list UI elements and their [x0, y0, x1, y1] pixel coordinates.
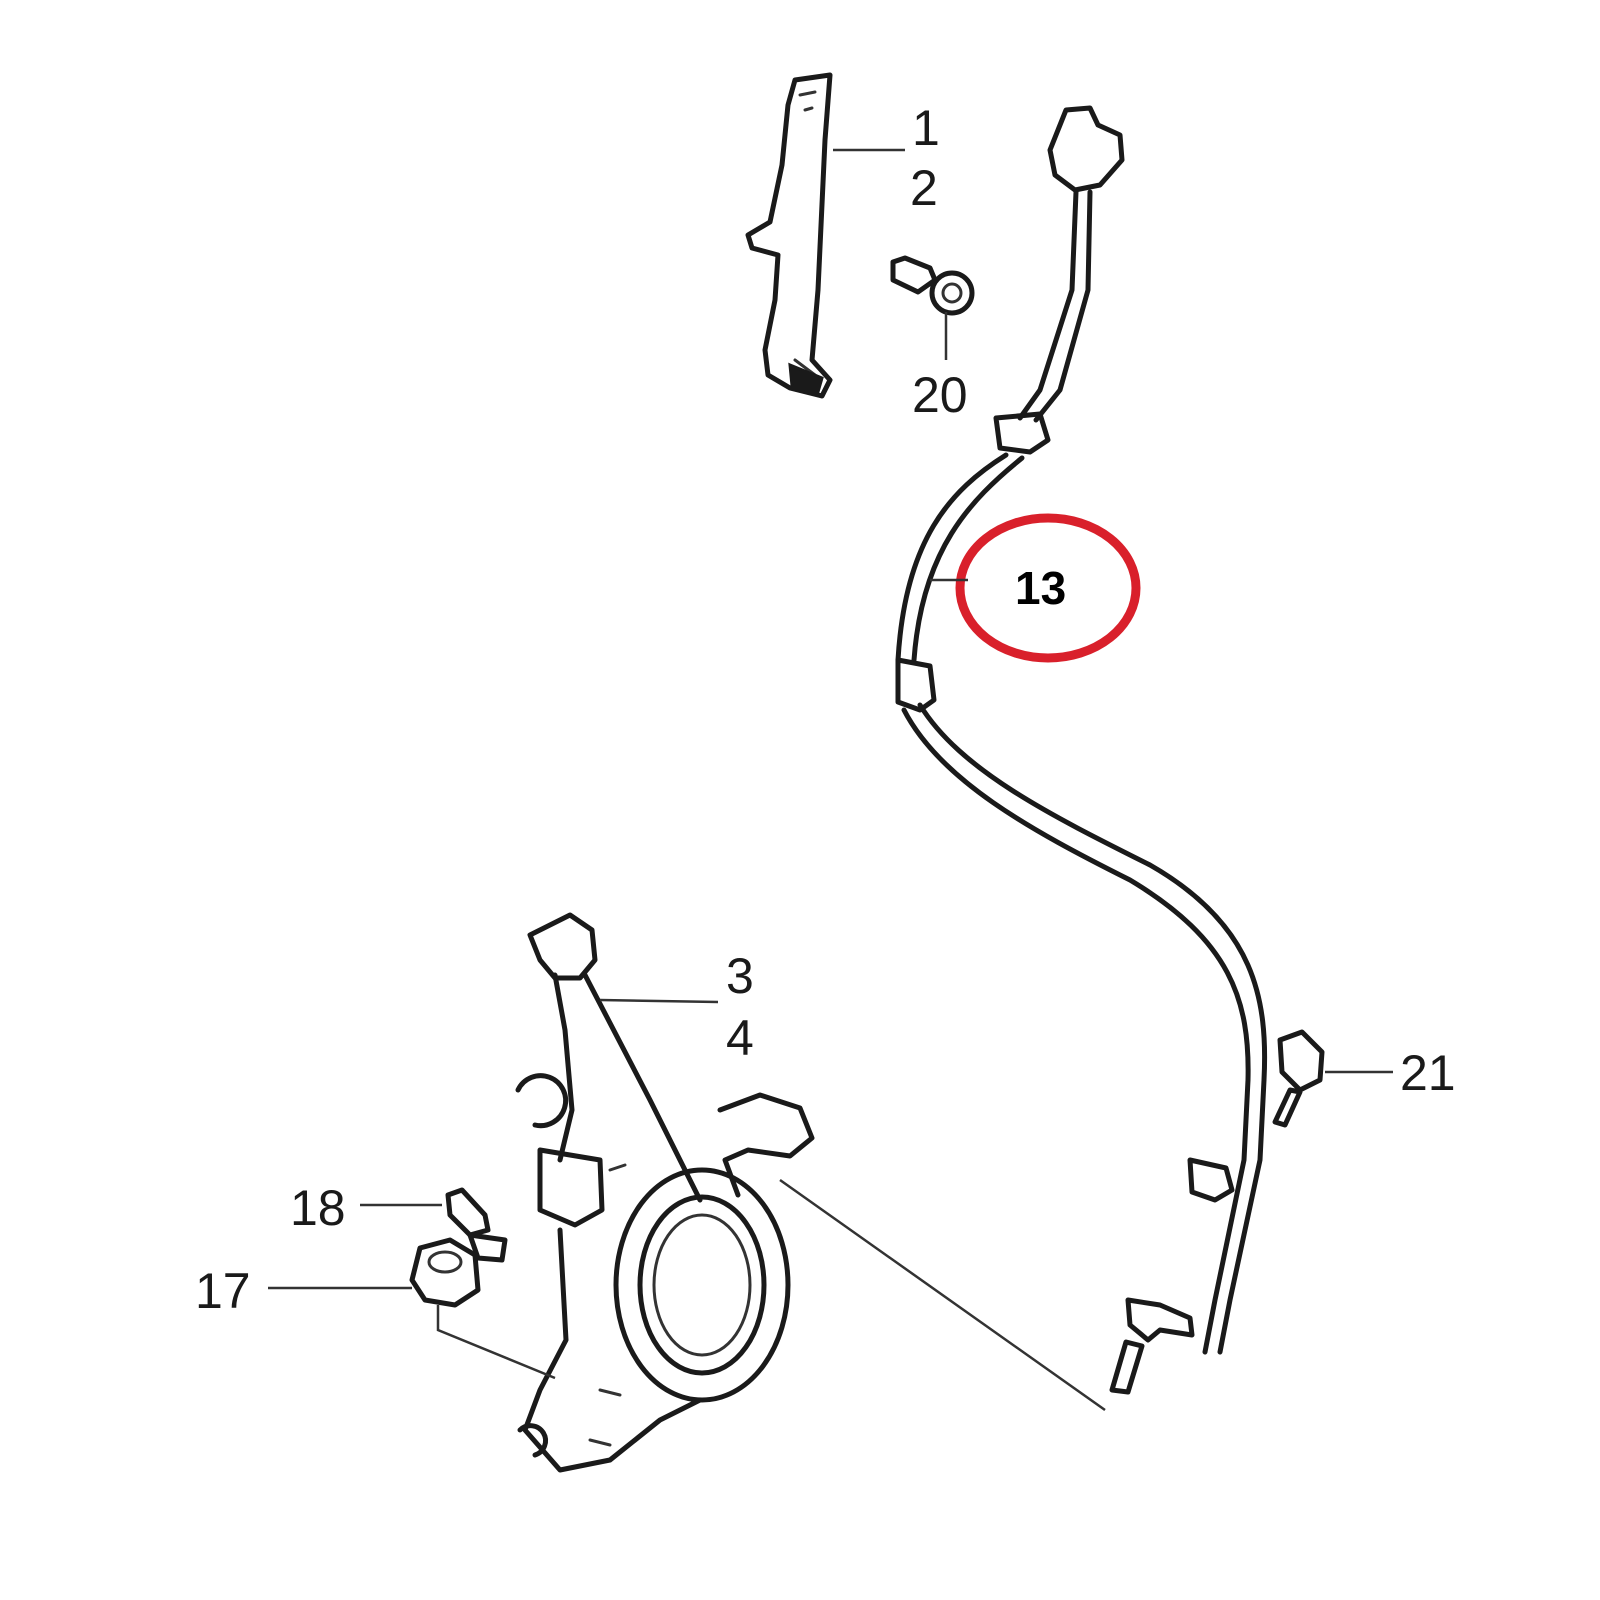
callout-1: 1: [912, 100, 940, 156]
callout-17: 17: [195, 1263, 251, 1319]
callout-4: 4: [726, 1010, 754, 1066]
callout-3: 3: [726, 948, 754, 1004]
nut-part-17[interactable]: [409, 1237, 481, 1308]
bracket-part-1-2[interactable]: [745, 72, 833, 399]
leader-hose-end: [779, 1178, 1106, 1412]
bolt-part-18[interactable]: [445, 1187, 508, 1263]
callout-2: 2: [910, 160, 938, 216]
highlight-ring: [955, 513, 1141, 663]
bolt-part-20[interactable]: [890, 255, 975, 316]
brake-hose-part-13[interactable]: [895, 105, 1268, 1395]
bolt-part-21[interactable]: [1272, 1029, 1325, 1128]
callout-20: 20: [912, 367, 968, 423]
callout-13[interactable]: 13: [1015, 562, 1066, 614]
callout-18: 18: [290, 1180, 346, 1236]
steering-knuckle-part-3-4[interactable]: [515, 912, 815, 1473]
callout-21: 21: [1400, 1045, 1456, 1101]
leader-3: [599, 998, 719, 1004]
leader-17-knuckle: [436, 1305, 556, 1380]
